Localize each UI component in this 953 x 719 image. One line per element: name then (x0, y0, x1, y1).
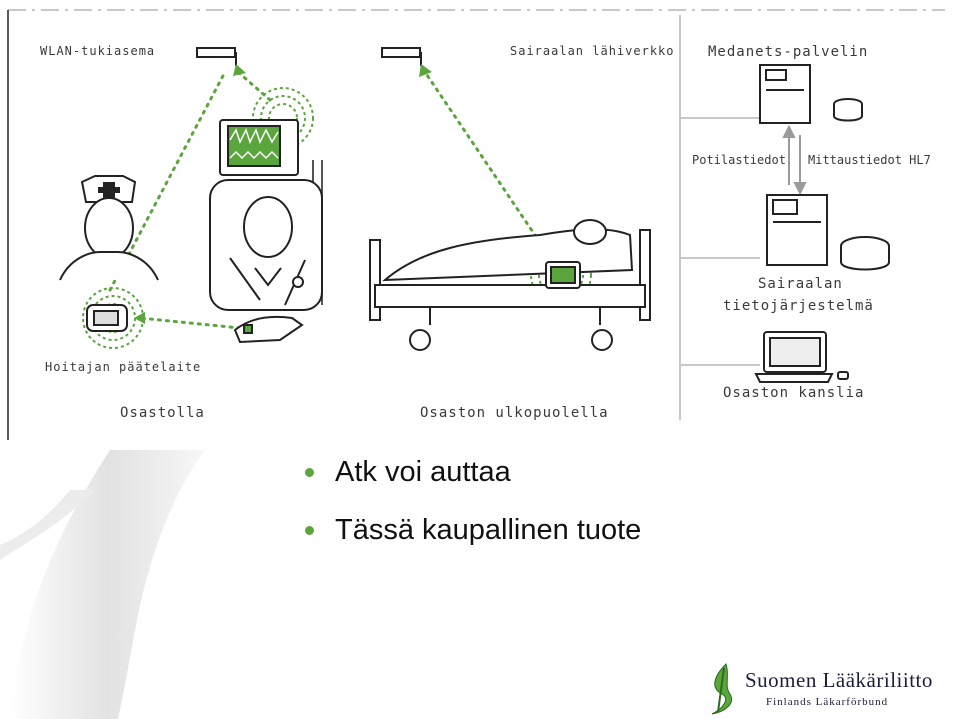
patient-figure (209, 179, 323, 344)
bullet-list: Atk voi auttaa Tässä kaupallinen tuote (305, 455, 641, 571)
bullet-item: Tässä kaupallinen tuote (305, 513, 641, 547)
hospital-bed-icon (369, 219, 651, 351)
label-lan: Sairaalan lähiverkko (510, 44, 675, 58)
patient-monitor-icon (219, 119, 323, 305)
laptop-icon (754, 331, 849, 383)
label-medanets: Medanets-palvelin (708, 44, 869, 60)
logo-subtitle: Finlands Läkarförbund (766, 696, 889, 708)
bullet-item: Atk voi auttaa (305, 455, 641, 489)
hospital-server-icon (766, 194, 890, 271)
label-osaston-kanslia: Osaston kanslia (723, 385, 865, 401)
nurse-terminal-icon (86, 304, 128, 332)
label-wlan: WLAN-tukiasema (40, 44, 156, 58)
access-point-icon (196, 47, 422, 66)
label-potilastiedot: Potilastiedot (692, 153, 786, 167)
logo-title: Suomen Lääkäriliitto (745, 668, 933, 692)
label-sairaalan: Sairaalan (758, 276, 843, 292)
nurse-figure (59, 175, 159, 281)
logo-icon (711, 663, 732, 715)
label-mittaustiedot: Mittaustiedot HL7 (808, 153, 931, 167)
decorative-curve (0, 450, 205, 719)
label-tietojarjestelma: tietojärjestelmä (723, 298, 874, 314)
label-osaston-ulkopuolella: Osaston ulkopuolella (420, 405, 609, 421)
label-hoitajan-paatelaite: Hoitajan päätelaite (45, 360, 202, 374)
medanets-server-icon (759, 64, 863, 124)
label-osastolla: Osastolla (120, 405, 205, 421)
bullet-dot-icon (305, 468, 314, 477)
network-diagram (7, 9, 945, 440)
bullet-dot-icon (305, 526, 314, 535)
